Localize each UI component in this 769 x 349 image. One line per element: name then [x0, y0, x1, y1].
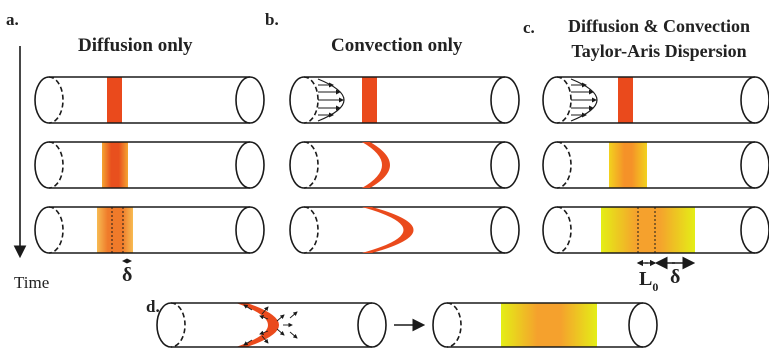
diffused-band	[102, 142, 128, 188]
panel-c-row-2-tube	[542, 141, 769, 189]
panel-c-row-3-tube	[542, 206, 769, 270]
initial-band	[618, 77, 633, 123]
panel-b-row-2-tube	[289, 141, 520, 189]
radial-diffusion-arrows	[243, 304, 298, 346]
panel-a-row-1-tube	[34, 76, 265, 124]
panel-b-row-3-tube	[289, 206, 520, 254]
dispersed-band	[601, 207, 695, 253]
delta-symbol-a: δ	[122, 264, 133, 286]
dispersed-band	[609, 142, 647, 188]
panel-d-letter: d.	[146, 297, 160, 316]
velocity-profile	[317, 78, 345, 122]
panel-c-title-line-1: Diffusion & Convection	[567, 16, 750, 36]
parabolic-band	[362, 142, 390, 188]
panel-a-row-3-tube	[34, 206, 265, 264]
panel-c-row-1-tube	[542, 76, 769, 124]
panel-b-title: Convection only	[331, 35, 463, 56]
panel-d-tube-convection	[156, 302, 387, 348]
initial-band	[362, 77, 377, 123]
panel-a-row-2-tube	[34, 141, 265, 189]
initial-band	[107, 77, 122, 123]
panel-b-letter: b.	[265, 10, 279, 29]
panel-c-letter: c.	[523, 18, 535, 37]
parabolic-band	[236, 303, 279, 347]
l0-symbol: L0	[639, 268, 659, 294]
diffused-band	[97, 207, 133, 253]
velocity-profile	[570, 78, 598, 122]
parabolic-band	[362, 207, 414, 253]
panel-c-title-line-2: Taylor-Aris Dispersion	[571, 41, 747, 61]
l0-main: L	[639, 268, 653, 290]
panel-d-tube-dispersed	[432, 302, 658, 348]
l0-subscript: 0	[652, 280, 659, 294]
panel-a-title: Diffusion only	[78, 35, 193, 56]
panel-b-row-1-tube	[289, 76, 520, 124]
panel-a-letter: a.	[6, 10, 19, 29]
delta-symbol-c: δ	[670, 266, 681, 288]
dispersed-band	[501, 303, 597, 347]
time-axis-label: Time	[14, 273, 50, 292]
